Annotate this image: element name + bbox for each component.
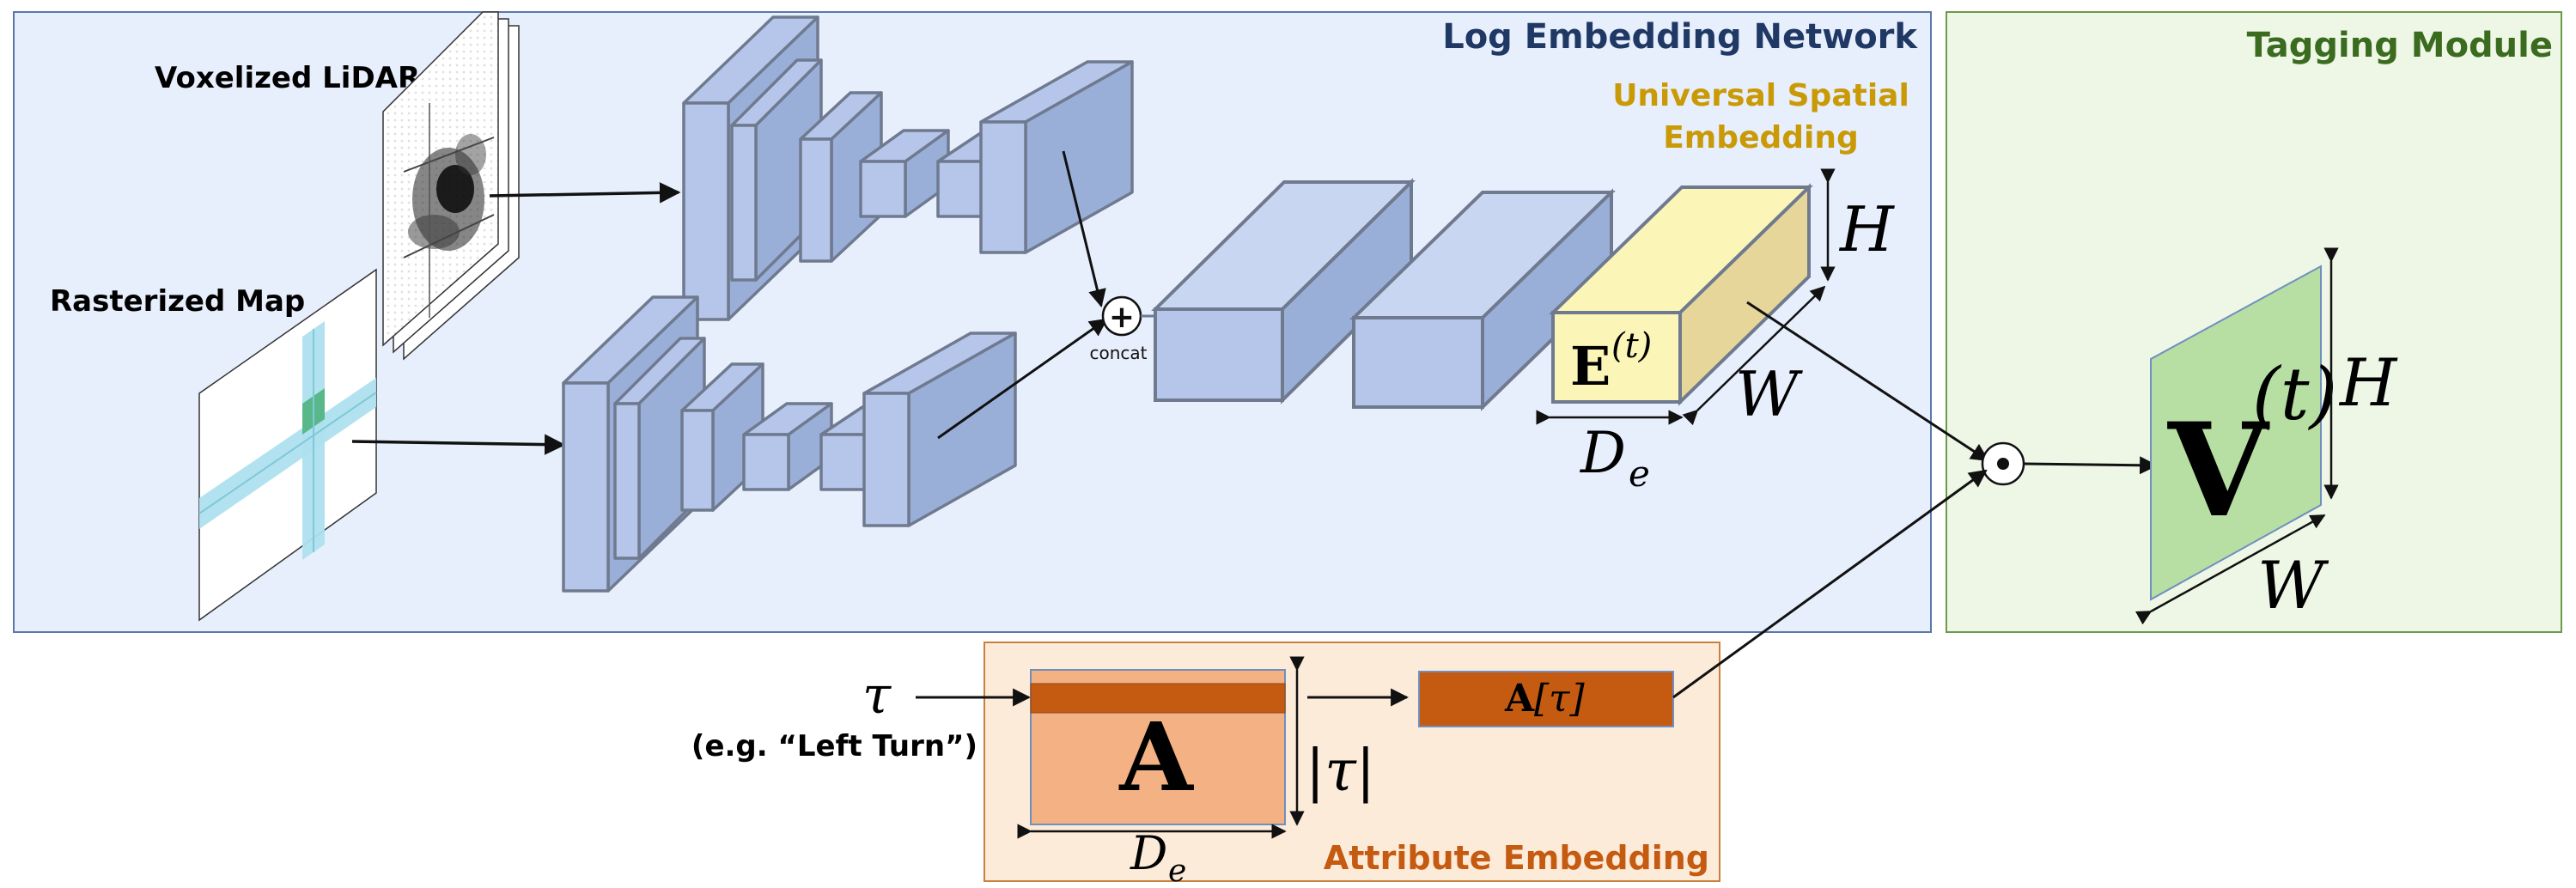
output-width-dimension	[2134, 514, 2326, 625]
tensor-width-label: W	[1735, 358, 1803, 430]
tag-example-label: (e.g. “Left Turn”)	[691, 729, 977, 763]
upper-conv-5-front	[936, 160, 984, 218]
table-rows-label: |τ|	[1306, 738, 1375, 804]
spatial-embedding-symbol: E	[1570, 335, 1611, 398]
table-depth-label: D	[1130, 826, 1167, 880]
lower-conv-4-front	[742, 433, 790, 491]
attribute-embedding-title: Attribute Embedding	[1324, 839, 1709, 877]
upper-conv-3-front	[799, 137, 833, 263]
output-map-superscript: (t)	[2252, 352, 2337, 436]
upper-conv-6-front	[979, 120, 1027, 254]
lower-conv-6-front	[862, 392, 910, 527]
lower-conv-2-front	[613, 402, 641, 560]
lower-conv-3-front	[680, 409, 715, 512]
lower-branch-to-concat-arrow	[937, 318, 1108, 440]
tagging-module-title: Tagging Module	[2247, 26, 2553, 65]
tensor-depth-subscript: e	[1629, 453, 1650, 495]
upper-branch-to-concat-arrow	[1062, 150, 1106, 308]
tag-symbol: τ	[862, 666, 892, 726]
lower-conv-5-front	[819, 433, 868, 491]
selected-attribute-vector	[1418, 671, 1674, 727]
tensor-height-label: H	[1838, 193, 1895, 265]
selected-attribute-index: [τ]	[1534, 677, 1586, 721]
embedding-to-product-arrow	[1746, 301, 1989, 462]
dot-product-center	[1997, 458, 2009, 470]
output-width-label: W	[2257, 547, 2329, 623]
universal-spatial-label-line2: Embedding	[1663, 120, 1859, 155]
voxelized-lidar-label: Voxelized LiDAR	[155, 61, 420, 95]
attribute-table-symbol: A	[1118, 702, 1194, 812]
upper-conv-1-front	[682, 101, 730, 321]
concat-symbol: +	[1109, 300, 1135, 335]
tensor-depth-label: D	[1580, 420, 1626, 486]
rasterized-map	[198, 268, 377, 622]
log-embedding-title: Log Embedding Network	[1442, 17, 1918, 57]
attribute-to-product-arrow	[1672, 469, 1988, 699]
cnn-encoders	[562, 15, 1134, 593]
map-to-cnn-arrow	[351, 434, 566, 455]
spatial-embedding-superscript: (t)	[1611, 326, 1652, 366]
lower-conv-1-front	[562, 381, 610, 593]
lidar-voxel-stack	[382, 11, 520, 361]
product-to-output-arrow	[2024, 456, 2159, 475]
upper-conv-4-front	[859, 160, 907, 218]
concat-label: concat	[1089, 343, 1147, 363]
output-height-label: H	[2338, 344, 2398, 421]
table-depth-subscript: e	[1168, 854, 1186, 888]
tensor-width-dimension	[1682, 285, 1826, 426]
rasterized-map-label: Rasterized Map	[50, 284, 305, 319]
lidar-to-cnn-arrow	[489, 182, 681, 204]
upper-conv-2-front	[730, 124, 758, 282]
decoder-block-1	[1151, 178, 1416, 404]
selected-attribute-symbol: A	[1504, 677, 1535, 721]
universal-spatial-label-line1: Universal Spatial	[1612, 78, 1909, 113]
attribute-table-selected-row	[1030, 683, 1286, 714]
